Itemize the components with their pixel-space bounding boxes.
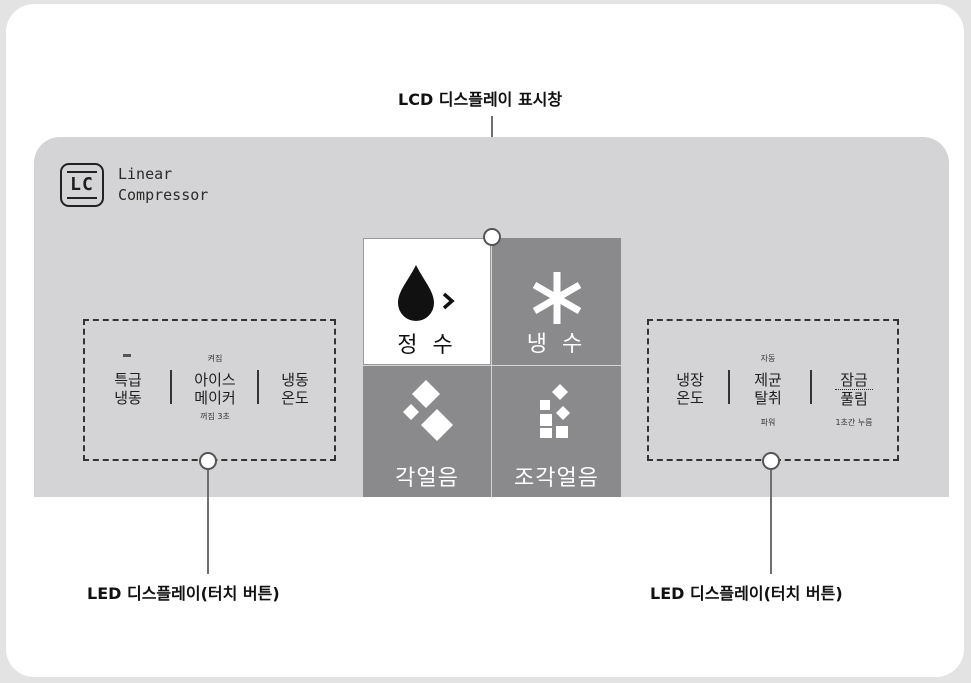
express-freeze-line1: 특급 [114,371,142,389]
brand-line-2: Compressor [118,186,209,204]
sterilize-line1: 제균 [754,371,782,389]
lcd-callout-label: LCD 디스플레이 표시창 [398,90,563,109]
icemaker-button[interactable]: 아이스 메이커 [178,371,252,407]
led-left-callout-line [207,470,209,574]
icemaker-on-note: 켜짐 [207,354,223,363]
lcd-tile-water[interactable]: 정 수 [363,238,491,365]
sterilize-button[interactable]: 제균 탈취 [738,371,798,407]
lock-line2: 풀림 [840,390,868,408]
tile-label-water: 정 수 [397,333,457,358]
tile-label-crushed-ice: 조각얼음 [514,466,599,491]
ice-cube-icon [403,380,453,441]
sterilize-line2: 탈취 [754,389,782,407]
control-panel [34,137,949,497]
fridge-temp-line1: 냉장 [676,371,704,389]
lc-logo-letters: LC [67,171,97,199]
led-right-callout-dot [762,452,780,470]
led-left-separator-2 [257,370,259,404]
lcd-callout-dot [483,228,501,246]
icemaker-line2: 메이커 [194,389,236,407]
led-right-separator-2 [810,370,812,404]
lcd-tile-cold-water[interactable]: 냉 수 [492,238,621,365]
express-freeze-indicator [123,354,131,357]
tile-label-cubed-ice: 각얼음 [395,466,459,491]
freezer-temp-line2: 온도 [281,389,309,407]
express-freeze-button[interactable]: 특급 냉동 [100,371,156,407]
freezer-temp-button[interactable]: 냉동 온도 [264,371,326,407]
crushed-ice-icon [540,384,570,438]
sterilize-auto-note: 자동 [760,354,776,363]
led-right-callout-label: LED 디스플레이(터치 버튼) [650,584,843,603]
led-left-callout-label: LED 디스플레이(터치 버튼) [87,584,280,603]
lcd-tile-crushed-ice[interactable]: 조각얼음 [492,366,621,497]
led-left-callout-dot [199,452,217,470]
water-drop-icon [398,265,455,321]
icemaker-off-note: 꺼짐 3초 [200,412,230,421]
fridge-temp-button[interactable]: 냉장 온도 [660,371,720,407]
lock-button[interactable]: 잠금 풀림 [822,371,886,408]
led-right-callout-line [770,470,772,574]
lock-line1: 잠금 [835,371,873,390]
express-freeze-line2: 냉동 [114,389,142,407]
brand-line-1: Linear [118,165,173,183]
led-right-separator-1 [728,370,730,404]
fridge-temp-line2: 온도 [676,389,704,407]
lock-hold-note: 1초간 누름 [835,418,873,427]
led-left-separator-1 [170,370,172,404]
lcd-tile-cubed-ice[interactable]: 각얼음 [363,366,491,497]
lc-logo: LC [60,163,104,207]
tile-label-cold-water: 냉 수 [526,332,587,357]
sterilize-power-note: 파워 [760,418,776,427]
freezer-temp-line1: 냉동 [281,371,309,389]
snowflake-icon [532,272,582,324]
icemaker-line1: 아이스 [194,371,236,389]
